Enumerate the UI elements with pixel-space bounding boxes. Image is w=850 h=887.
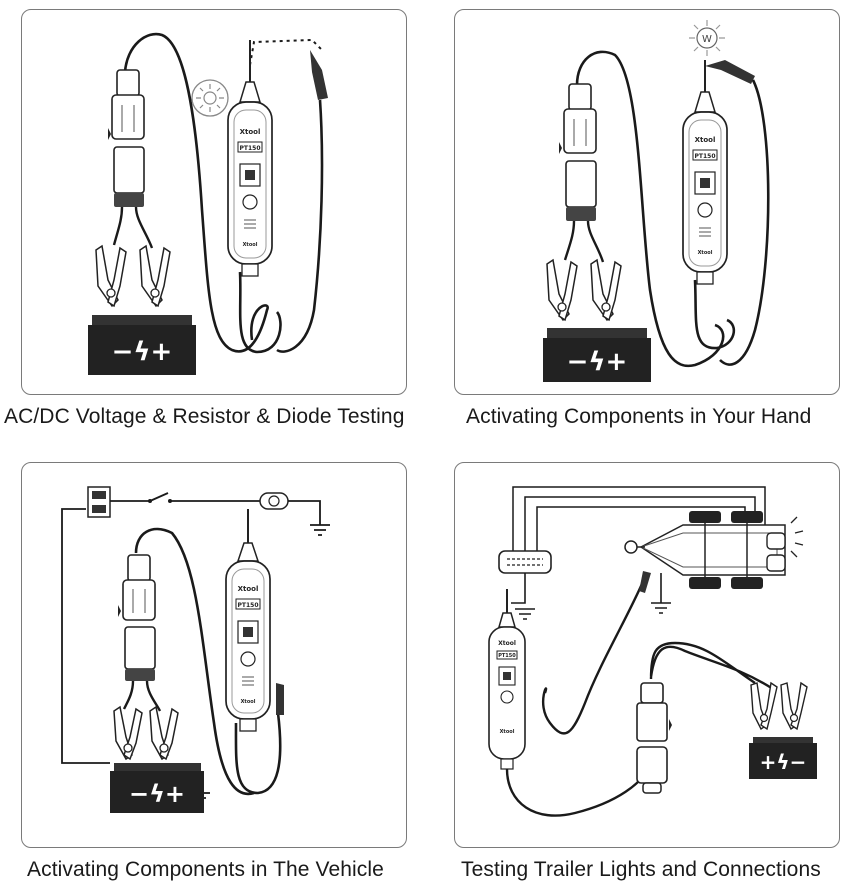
power-cable-upper [649, 641, 774, 691]
connector-block [636, 682, 672, 794]
ground-clip [705, 60, 770, 366]
battery: −ϟ+ [88, 315, 196, 375]
tester-model: PT150 [694, 153, 715, 160]
power-cable [575, 50, 725, 368]
diagram-vehicle-activation: −ϟ+ Xtool PT150 Xtool [61, 486, 330, 813]
trailer [624, 511, 804, 589]
probe-lead [238, 271, 282, 354]
caption-hand-activation: Activating Components in Your Hand [466, 405, 812, 428]
battery-symbols: −ϟ+ [129, 780, 185, 808]
diagram-hand-activation: W −ϟ+ [543, 20, 770, 382]
tester-brand: Xtool [240, 128, 261, 136]
caption-vehicle-activation: Activating Components in The Vehicle [27, 858, 384, 881]
panel-trailer-testing: Xtool PT150 Xtool [454, 462, 840, 848]
connector-block [559, 83, 605, 263]
battery-symbols: +ϟ− [760, 750, 807, 774]
diagram-trailer-testing: Xtool PT150 Xtool [488, 486, 817, 817]
fuse-box [87, 486, 111, 518]
trailer-wiring [512, 486, 766, 551]
panel-voltage-testing: −ϟ+ Xtool PT150 Xtool [21, 9, 407, 395]
battery-clamp-left [546, 258, 578, 322]
probe-lead [693, 279, 736, 350]
ground-clip [639, 571, 651, 593]
battery-clamp-right [149, 705, 179, 761]
tester-model: PT150 [239, 145, 260, 152]
diagram-voltage-testing: −ϟ+ Xtool PT150 Xtool [88, 32, 328, 375]
tester-brand-bottom: Xtool [500, 729, 515, 735]
battery-clamp-left [113, 705, 143, 761]
tester-brand-bottom: Xtool [241, 699, 256, 705]
ground-clip [276, 683, 284, 715]
connector-block [108, 69, 154, 249]
tester-model: PT150 [498, 653, 516, 659]
battery-clamp-right [139, 244, 171, 308]
caption-voltage-testing: AC/DC Voltage & Resistor & Diode Testing [4, 405, 405, 428]
ground-clip [276, 50, 328, 353]
battery-symbols: −ϟ+ [567, 347, 628, 377]
battery-symbols: −ϟ+ [112, 337, 173, 367]
circuit-tester: Xtool PT150 Xtool [488, 589, 526, 770]
panel-hand-activation: W −ϟ+ [454, 9, 840, 395]
circuit-tester: Xtool PT150 Xtool [227, 40, 273, 277]
circuit-tester: Xtool PT150 Xtool [225, 509, 271, 732]
panel-vehicle-activation: −ϟ+ Xtool PT150 Xtool [21, 462, 407, 848]
trailer-connector [498, 550, 552, 620]
tester-brand: Xtool [498, 640, 516, 647]
caption-trailer-testing: Testing Trailer Lights and Connections [461, 858, 821, 881]
bulb-letter: W [702, 34, 712, 45]
tester-brand-bottom: Xtool [698, 250, 713, 256]
circuit-wire [61, 500, 260, 764]
ground-symbol [310, 524, 330, 536]
tester-brand-bottom: Xtool [243, 242, 258, 248]
probe-lead [234, 712, 282, 795]
battery: −ϟ+ [110, 763, 204, 813]
power-cable [134, 527, 255, 796]
battery-clamp-right [590, 258, 622, 322]
power-cable [505, 760, 656, 817]
connector-block [118, 554, 162, 712]
lamp-component [259, 492, 321, 525]
circuit-tester: Xtool PT150 Xtool [682, 60, 728, 285]
tester-brand: Xtool [238, 585, 259, 593]
battery-clamp-left [95, 244, 127, 308]
battery: +ϟ− [749, 737, 817, 779]
tester-model: PT150 [237, 602, 258, 609]
light-icon [191, 79, 229, 117]
bulb-icon: W [689, 20, 725, 56]
battery-clamp-right [780, 681, 808, 731]
probe-lead [541, 576, 647, 735]
ground-symbol [651, 573, 671, 614]
switch-icon [149, 492, 169, 502]
battery-clamp-left [750, 681, 778, 731]
power-cable [123, 32, 269, 353]
tester-brand: Xtool [695, 136, 716, 144]
battery: −ϟ+ [543, 328, 651, 382]
